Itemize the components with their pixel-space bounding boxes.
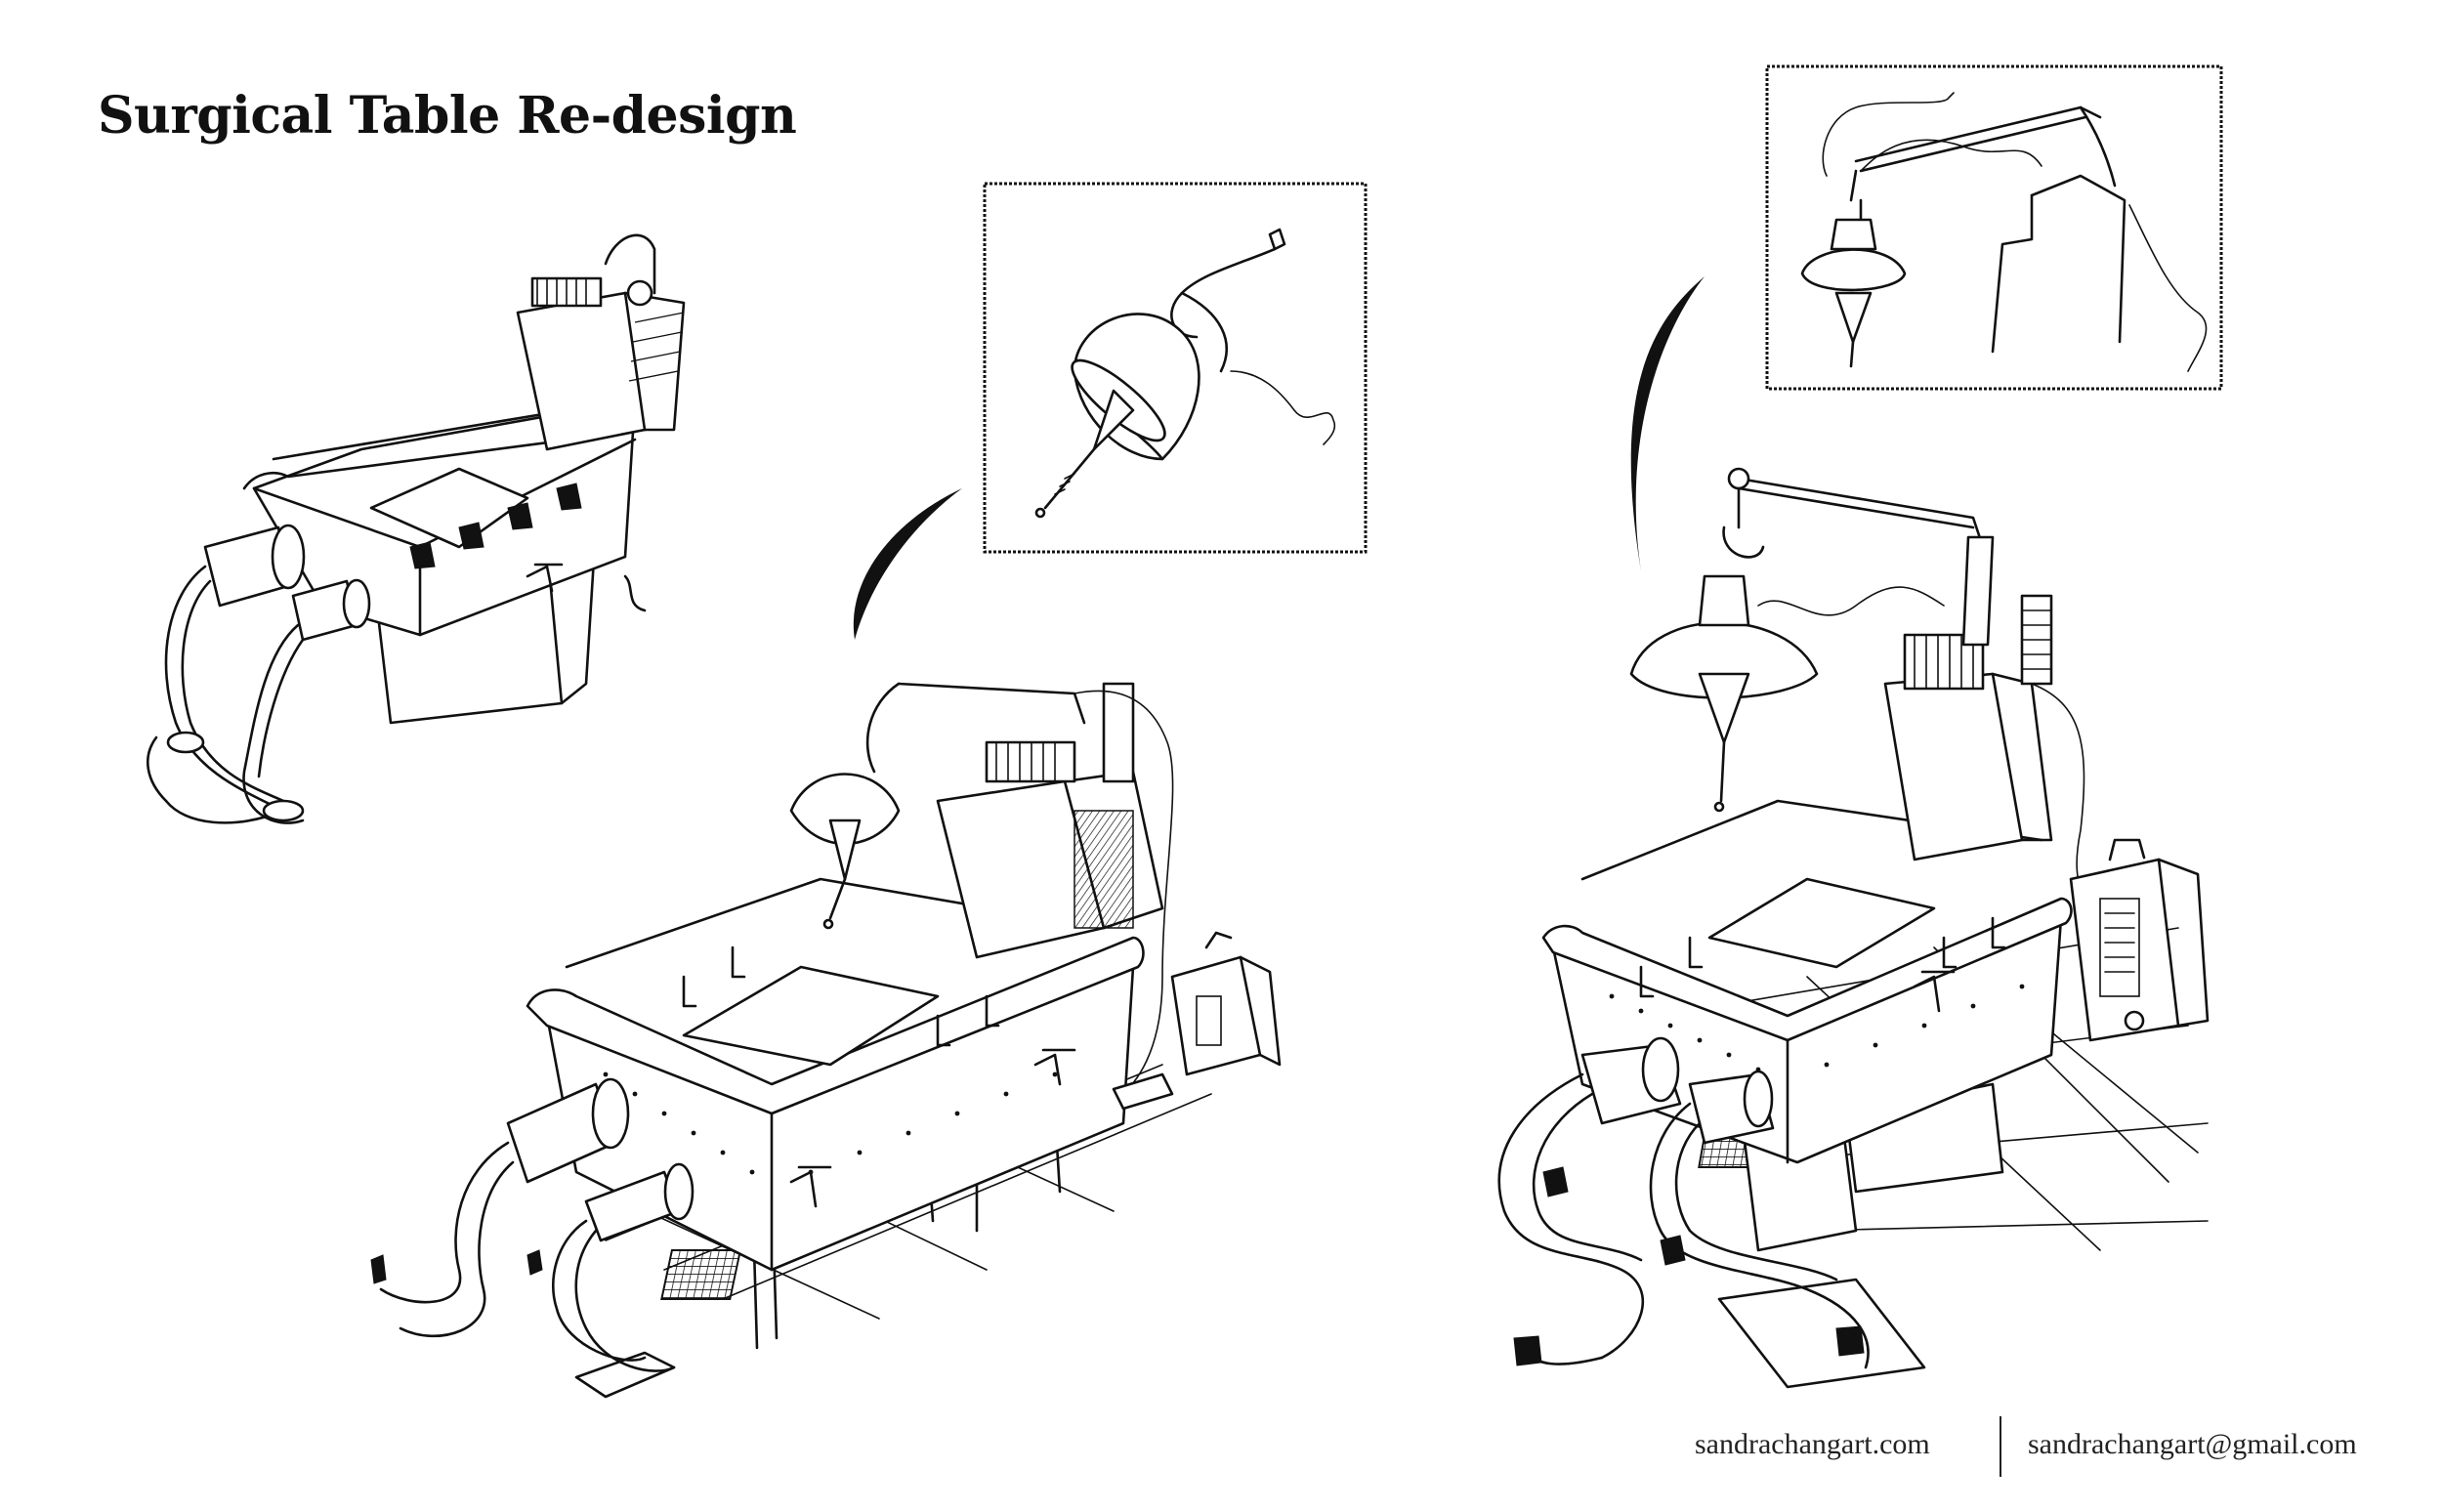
inset-lamp-detail	[983, 182, 1368, 554]
footer-website[interactable]: sandrachangart.com	[1695, 1428, 1930, 1460]
callout-swoosh-2	[1630, 276, 1705, 571]
callout-swoosh-1	[853, 488, 962, 640]
inset-arm-lamp-detail	[1765, 64, 2223, 391]
table-sketch-3	[1497, 467, 2210, 1389]
page-title: Surgical Table Re-design	[98, 86, 797, 146]
table-sketch-2	[370, 682, 1282, 1399]
footer-email[interactable]: sandrachangart@gmail.com	[2028, 1428, 2357, 1460]
footer-divider	[2000, 1416, 2001, 1477]
table-sketch-1	[147, 233, 686, 824]
